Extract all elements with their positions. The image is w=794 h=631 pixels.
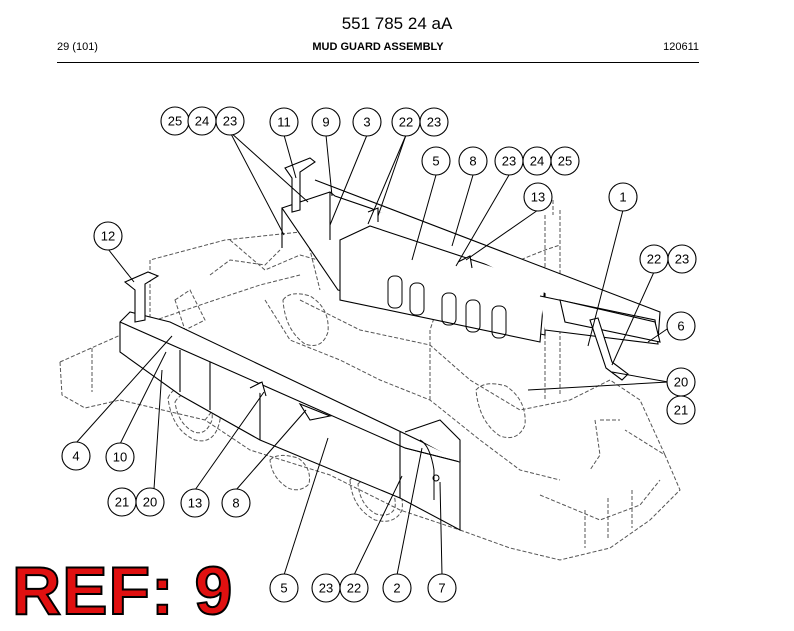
callout-label: 13 [531, 190, 545, 205]
callout-7: 7 [427, 573, 457, 603]
callout-8-bottom: 8 [221, 488, 251, 518]
callout-label: 12 [101, 229, 115, 244]
callout-label: 24 [195, 114, 209, 129]
callout-label: 21 [115, 495, 129, 510]
callout-9: 9 [311, 107, 341, 137]
callout-label: 22 [347, 581, 361, 596]
callout-2: 2 [382, 573, 412, 603]
callout-1: 1 [608, 182, 638, 212]
document-date: 120611 [663, 41, 699, 53]
callout-10: 10 [105, 442, 135, 472]
callout-label: 23 [427, 115, 441, 130]
callout-22-bottom: 22 [339, 573, 369, 603]
callout-3: 3 [352, 107, 382, 137]
callout-23-right: 23 [667, 244, 697, 274]
callout-23-top: 23 [419, 107, 449, 137]
callout-23-right-top: 23 [494, 146, 524, 176]
callout-label: 8 [469, 154, 476, 169]
leader-lines [75, 131, 674, 576]
front-panel-details [419, 439, 440, 500]
callout-20-left: 20 [135, 487, 165, 517]
page-reference: 29 (101) [57, 41, 98, 53]
callout-22-right: 22 [639, 244, 669, 274]
header-divider [57, 62, 699, 63]
callout-label: 20 [143, 495, 157, 510]
callout-24-top-left: 24 [187, 106, 217, 136]
rear-panel-cutouts [387, 275, 507, 339]
callout-21-left: 21 [107, 487, 137, 517]
callout-label: 9 [322, 115, 329, 130]
callout-4: 4 [61, 441, 91, 471]
callout-label: 7 [438, 581, 445, 596]
callout-label: 13 [188, 496, 202, 511]
document-title: MUD GUARD ASSEMBLY [312, 41, 444, 53]
callout-5-bottom: 5 [269, 573, 299, 603]
callout-label: 23 [502, 154, 516, 169]
callout-23-bottom: 23 [311, 573, 341, 603]
callout-25-right-top: 25 [550, 146, 580, 176]
callout-6: 6 [666, 311, 696, 341]
callout-label: 10 [113, 450, 127, 465]
callout-21-right: 21 [666, 395, 696, 425]
callout-label: 20 [674, 375, 688, 390]
document-number: 551 785 24 aA [341, 14, 453, 33]
callout-label: 2 [393, 581, 400, 596]
callout-label: 22 [647, 252, 661, 267]
header-row: 29 (101) MUD GUARD ASSEMBLY 120611 [57, 41, 699, 57]
front-mud-guard [119, 271, 461, 531]
callout-8-top: 8 [458, 146, 488, 176]
callout-label: 6 [677, 319, 684, 334]
callout-label: 22 [399, 115, 413, 130]
callout-5-top: 5 [421, 146, 451, 176]
callout-label: 3 [363, 115, 370, 130]
callout-13-top: 13 [523, 182, 553, 212]
callout-label: 4 [72, 449, 79, 464]
callout-label: 5 [432, 154, 439, 169]
callout-label: 8 [232, 496, 239, 511]
callout-24-right-top: 24 [522, 146, 552, 176]
callout-25-top-left: 25 [160, 106, 190, 136]
callout-20-right: 20 [666, 367, 696, 397]
callout-label: 23 [675, 252, 689, 267]
callout-label: 11 [277, 115, 291, 130]
callout-label: 25 [558, 154, 572, 169]
callout-13-bottom: 13 [180, 488, 210, 518]
callout-label: 23 [223, 114, 237, 129]
callout-22-top: 22 [391, 107, 421, 137]
callout-label: 25 [168, 114, 182, 129]
callout-label: 23 [319, 581, 333, 596]
callout-label: 24 [530, 154, 544, 169]
side-stay [559, 299, 661, 381]
callout-23-top-left: 23 [215, 106, 245, 136]
callout-label: 21 [674, 403, 688, 418]
callout-label: 5 [280, 581, 287, 596]
callout-11: 11 [269, 107, 299, 137]
ref-label: REF: 9 [11, 553, 234, 629]
callout-12: 12 [93, 221, 123, 251]
callout-label: 1 [619, 190, 626, 205]
